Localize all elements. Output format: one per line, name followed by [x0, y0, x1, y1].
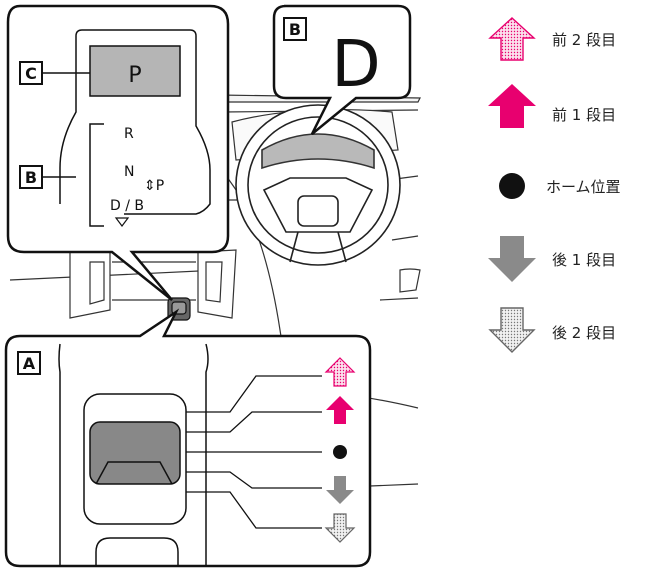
callout-label-a: A	[23, 354, 36, 373]
legend-label-back-1: 後 1 段目	[552, 251, 616, 269]
gear-db: D / B	[110, 198, 144, 214]
callout-arrow-forward-1	[326, 396, 354, 424]
up-arrow-outline-icon	[488, 17, 536, 61]
up-arrow-solid-icon	[488, 84, 536, 128]
gear-p-symbol: ⇕P	[144, 178, 164, 194]
callout-arrow-back-1	[326, 476, 354, 504]
callout-arrow-forward-2	[324, 357, 356, 387]
legend-label-forward-2: 前 2 段目	[552, 31, 616, 49]
callout-arrow-back-2	[324, 513, 356, 543]
legend-item-back-2: 後 2 段目	[488, 307, 616, 353]
legend-item-forward-2: 前 2 段目	[488, 17, 616, 61]
legend-label-home: ホーム位置	[546, 178, 621, 196]
callout-label-b-gears: B	[25, 168, 37, 187]
legend-label-forward-1: 前 1 段目	[552, 106, 616, 124]
callout-label-b-dial: B	[289, 20, 301, 39]
legend-item-home: ホーム位置	[499, 173, 621, 199]
steering-wheel-illustration	[235, 104, 401, 266]
shifter-detail-callout: A	[4, 308, 372, 568]
legend-item-back-1: 後 1 段目	[488, 236, 616, 282]
filled-circle-icon	[499, 173, 525, 199]
gear-display-callout: B D	[272, 4, 412, 135]
gear-n: N	[124, 164, 134, 180]
gear-r: R	[124, 126, 134, 142]
legend: 前 2 段目 前 1 段目 ホーム位置 後 1 段目 後 2 段目	[488, 17, 621, 353]
gear-panel-callout: P C B R N ⇕P D / B	[6, 4, 230, 301]
gear-indicator-screen	[89, 45, 181, 97]
legend-item-forward-1: 前 1 段目	[488, 84, 616, 128]
callout-label-c: C	[25, 64, 37, 83]
down-arrow-outline-icon	[488, 307, 536, 353]
legend-label-back-2: 後 2 段目	[552, 324, 616, 342]
selected-gear-letter: P	[128, 63, 141, 88]
callout-home-dot	[333, 445, 347, 459]
down-arrow-solid-icon	[488, 236, 536, 282]
gear-down-caret	[114, 217, 130, 227]
gear-display-letter: D	[331, 28, 380, 102]
